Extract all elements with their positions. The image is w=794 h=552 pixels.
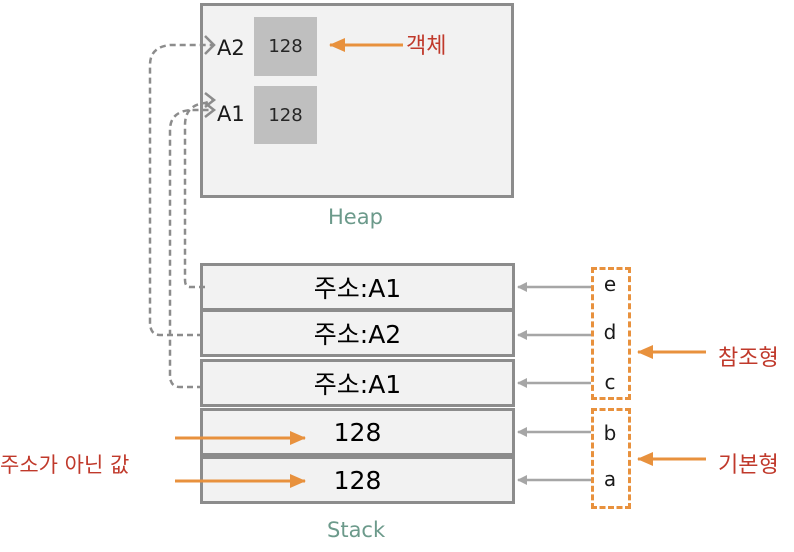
stack-cell-d: 주소:A2 xyxy=(200,309,515,357)
variable-d: d xyxy=(603,320,617,344)
heap-object-a1: 128 xyxy=(254,86,317,144)
heap-box xyxy=(200,3,514,198)
stack-cell-b: 128 xyxy=(200,408,515,456)
ref-head-a1-lower xyxy=(204,102,217,118)
primitive-type-group xyxy=(591,408,631,509)
ref-line-c xyxy=(168,108,214,389)
not-address-note: 주소가 아닌 값 xyxy=(0,453,130,477)
stack-label: Stack xyxy=(327,518,386,542)
heap-label: Heap xyxy=(328,205,383,229)
reference-type-label: 참조형 xyxy=(718,346,779,371)
reference-type-group xyxy=(591,267,631,400)
ref-line-d xyxy=(148,43,214,337)
variable-a: a xyxy=(603,467,617,491)
variable-b: b xyxy=(603,421,617,445)
ref-head-a2 xyxy=(204,35,216,55)
variable-e: e xyxy=(603,272,617,296)
variable-c: c xyxy=(604,370,616,394)
heap-ref-a1: A1 xyxy=(217,102,245,126)
ref-line-e xyxy=(183,98,215,289)
stack-cell-c: 주소:A1 xyxy=(200,359,515,407)
heap-object-a2: 128 xyxy=(254,17,317,76)
primitive-type-label: 기본형 xyxy=(718,453,779,478)
object-annotation: 객체 xyxy=(406,34,447,59)
heap-ref-a2: A2 xyxy=(217,36,245,60)
